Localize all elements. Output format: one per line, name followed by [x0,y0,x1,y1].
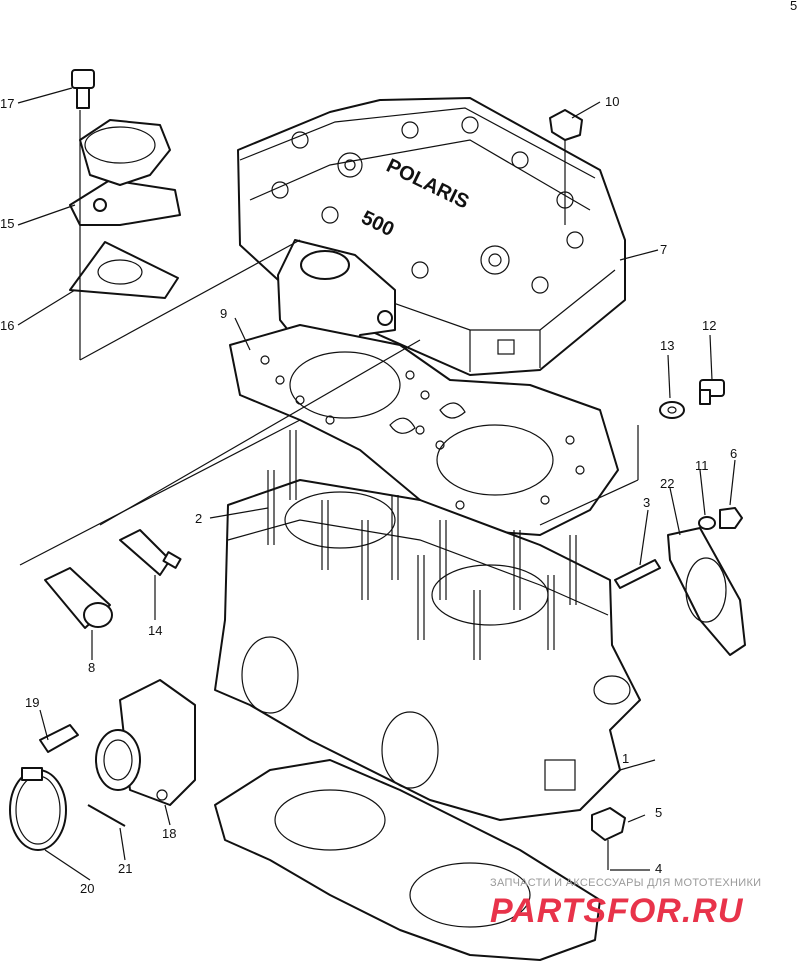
watermark-caption: ЗАПЧАСТИ И АКСЕССУАРЫ ДЛЯ МОТОТЕХНИКИ [490,877,761,889]
callout-3: 3 [643,495,650,510]
temperature-sensor [119,529,182,576]
callout-1: 1 [622,751,629,766]
thermostat-housing [69,119,181,226]
callout-19: 19 [25,695,39,710]
callout-21: 21 [118,861,132,876]
hose-clamp [9,767,67,851]
callout-22: 22 [660,476,674,491]
callout-13: 13 [660,338,674,353]
clamp-screw [87,804,126,827]
callout-6: 6 [730,446,737,461]
callout-7: 7 [660,242,667,257]
head-gasket [229,324,619,536]
stud-3 [614,559,661,589]
nut-5 [591,807,626,841]
washer-11 [698,516,716,530]
flange-screw [39,724,79,753]
callout-2: 2 [195,511,202,526]
callout-20: 20 [80,881,94,896]
base-gasket [214,759,601,961]
callout-15: 15 [0,216,14,231]
thermostat-gasket [69,241,179,299]
page-number: 5 [790,0,797,13]
leader-lines [17,87,736,881]
intake-flange [95,679,196,806]
callout-12: 12 [702,318,716,333]
callout-9: 9 [220,306,227,321]
bolt-12 [699,379,725,405]
callout-5: 5 [655,805,662,820]
housing-bolt [71,69,95,109]
watermark-logo: PARTSFOR.RU [490,892,744,930]
exhaust-gasket [667,527,746,656]
callout-11: 11 [695,458,709,473]
callouts: 1 2 3 4 5 6 7 8 9 10 11 12 13 14 15 16 1… [0,94,737,896]
cylinder-block [214,430,641,821]
callout-4: 4 [655,861,662,876]
sleeve-fitting [44,567,113,629]
callout-8: 8 [88,660,95,675]
callout-16: 16 [0,318,14,333]
callout-17: 17 [0,96,14,111]
washer-13 [659,401,685,419]
callout-14: 14 [148,623,162,638]
nut-6 [719,507,743,529]
callout-10: 10 [605,94,619,109]
watermark: ЗАПЧАСТИ И АКСЕССУАРЫ ДЛЯ МОТОТЕХНИКИ PA… [490,877,761,930]
callout-18: 18 [162,826,176,841]
